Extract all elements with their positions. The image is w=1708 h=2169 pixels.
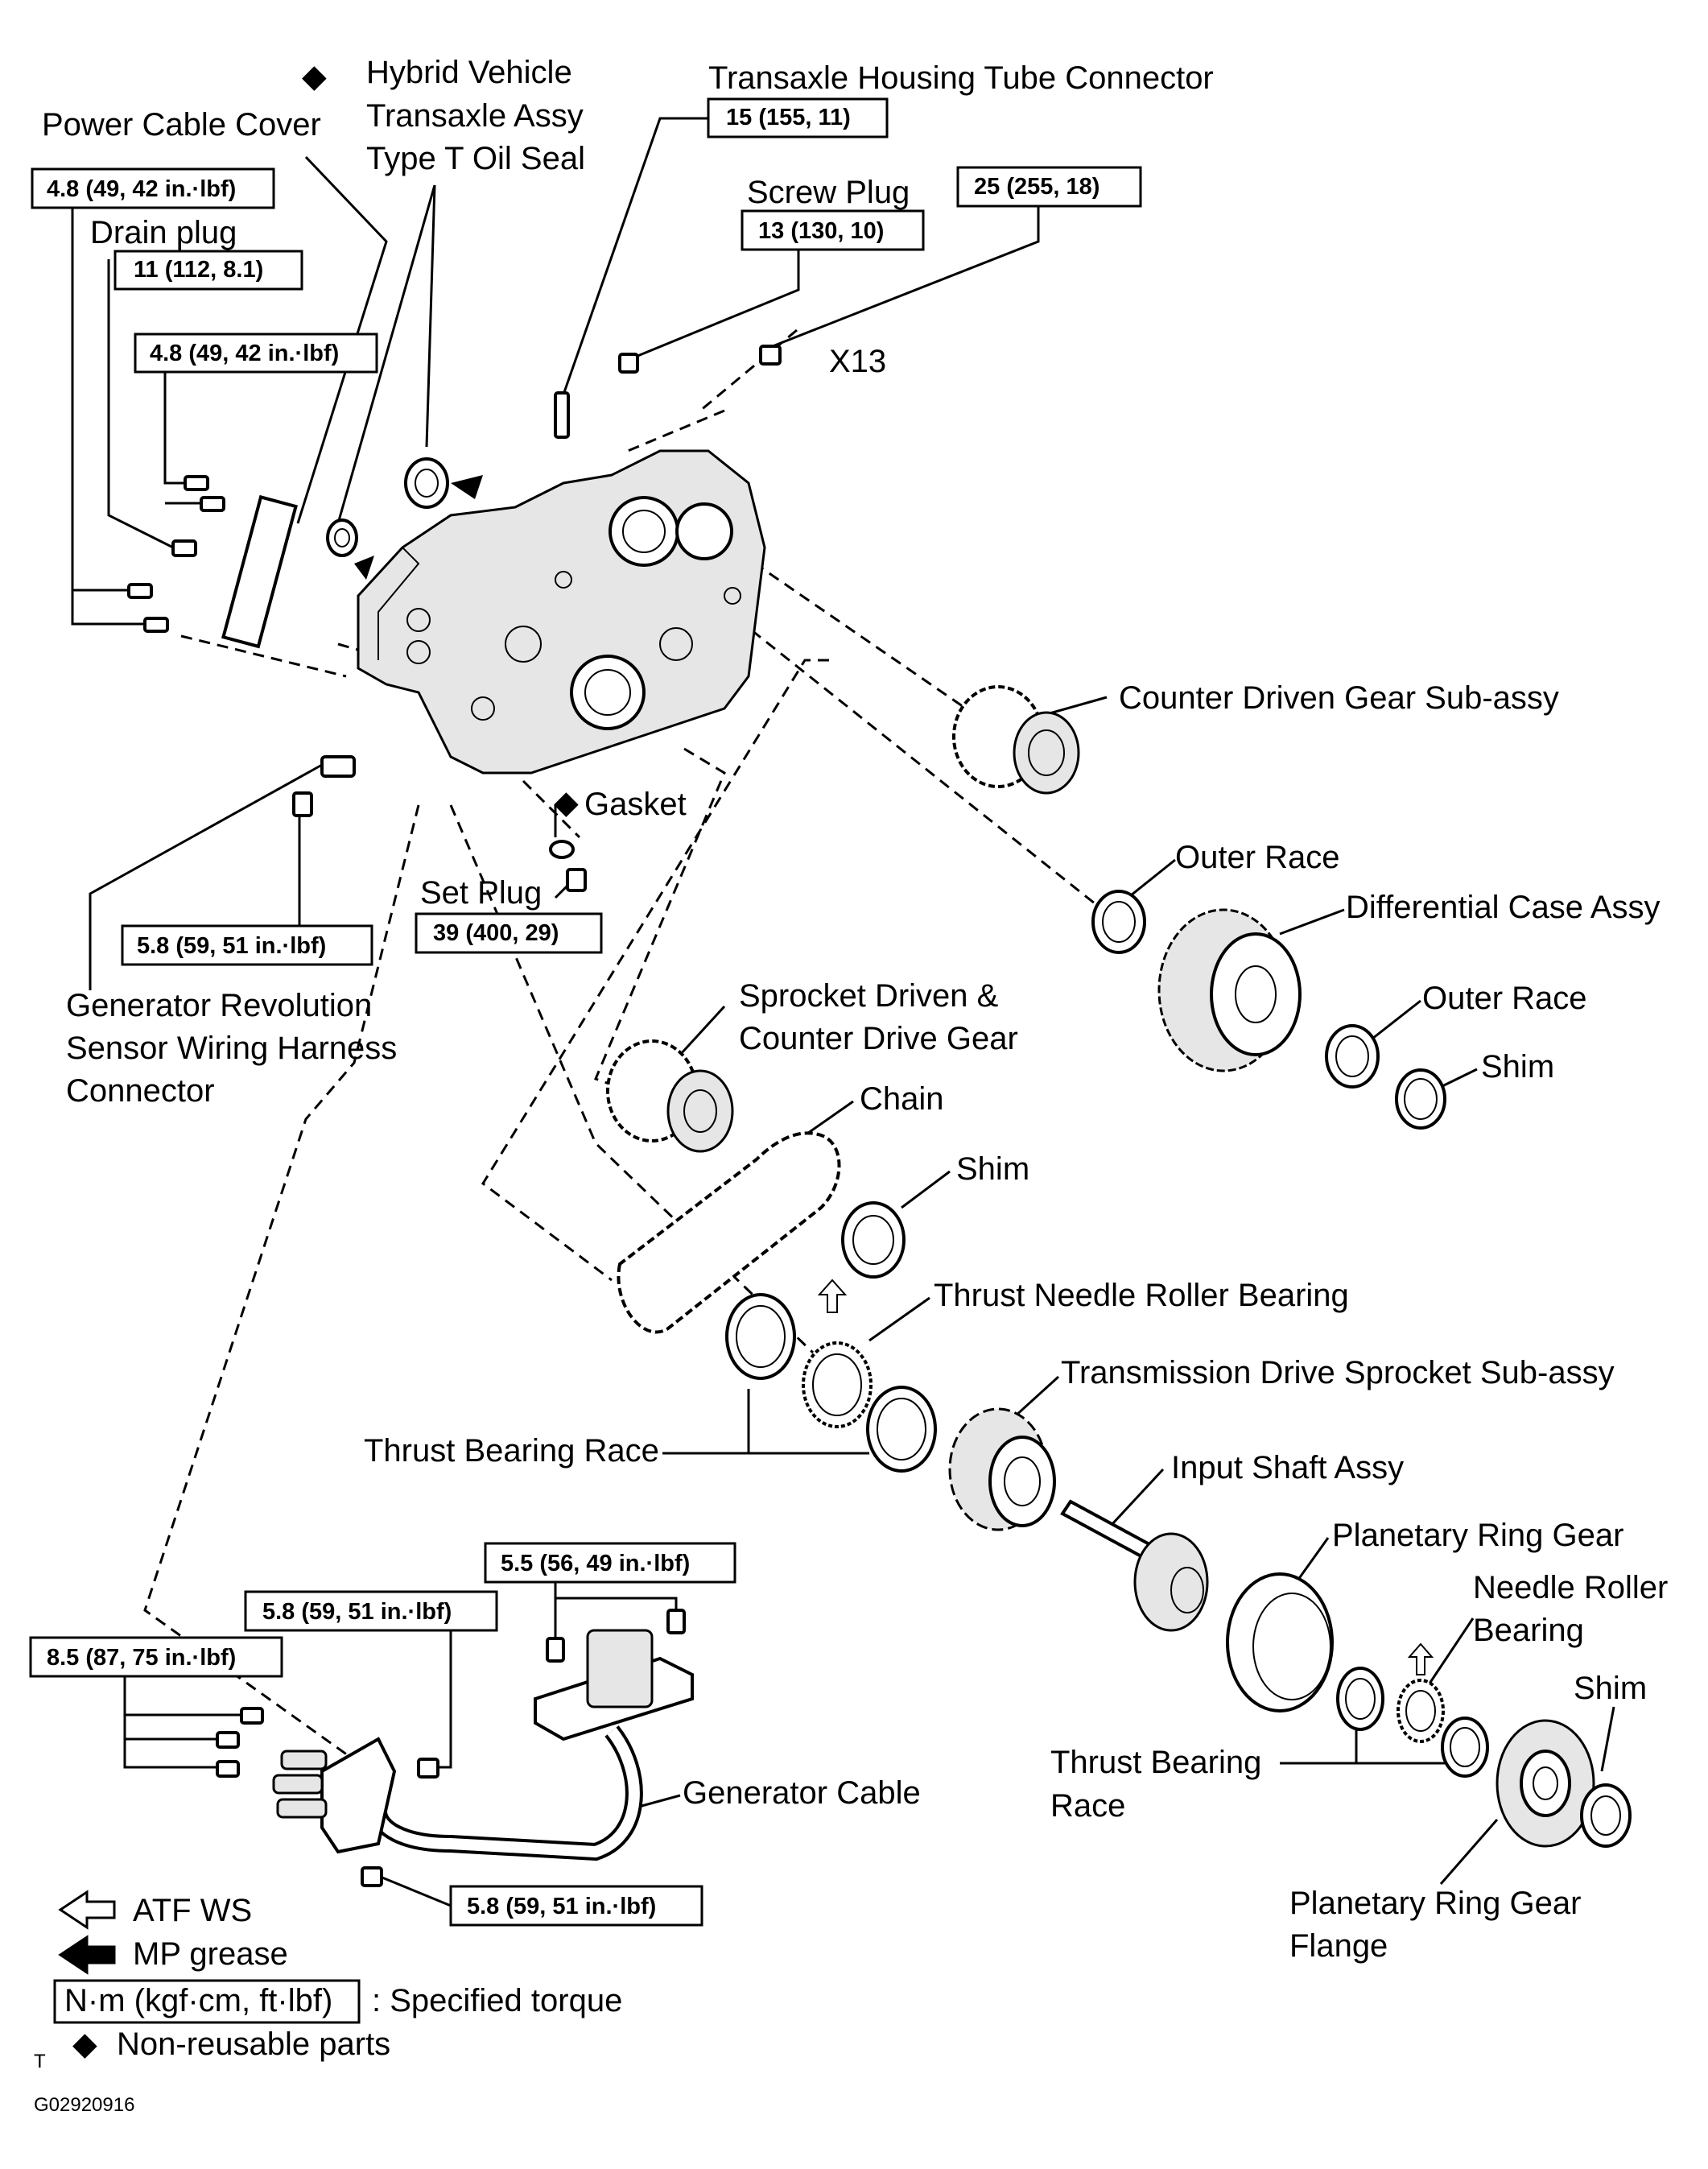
label-gasket: Gasket bbox=[584, 787, 687, 822]
torque-drain-plug: 11 (112, 8.1) bbox=[134, 257, 263, 283]
label-set-plug: Set Plug bbox=[420, 875, 542, 911]
diamond-mark-seal: ◆ bbox=[302, 59, 327, 94]
transaxle-housing bbox=[357, 449, 766, 775]
label-shim-2: Shim bbox=[956, 1151, 1029, 1187]
power-cable-cover-plate bbox=[221, 494, 298, 649]
label-tube-connector: Transaxle Housing Tube Connector bbox=[708, 60, 1214, 96]
label-screw-plug: Screw Plug bbox=[747, 175, 910, 210]
torque-cable-bottom: 5.8 (59, 51 in.·lbf) bbox=[467, 1894, 656, 1919]
shim-3 bbox=[1580, 1783, 1632, 1848]
torque-tube-connector: 15 (155, 11) bbox=[726, 105, 851, 130]
grease-arrow-icon bbox=[58, 1935, 116, 1975]
legend-nonreusable: Non-reusable parts bbox=[117, 2026, 390, 2062]
label-hybrid-seal-3: Type T Oil Seal bbox=[366, 141, 585, 176]
shim-2 bbox=[841, 1201, 906, 1279]
label-chain: Chain bbox=[860, 1081, 944, 1117]
torque-boxes: 4.8 (49, 42 in.·lbf) 11 (112, 8.1) 4.8 (… bbox=[29, 97, 1142, 1927]
torque-screw-plug: 13 (130, 10) bbox=[758, 218, 884, 244]
label-sprocket-2: Counter Drive Gear bbox=[739, 1021, 1018, 1056]
legend: ATF WS MP grease N·m (kgf·cm, ft·lbf) : … bbox=[34, 1890, 622, 2116]
torque-cable-left: 8.5 (87, 75 in.·lbf) bbox=[47, 1645, 236, 1671]
label-ring-flange-2: Flange bbox=[1289, 1928, 1388, 1964]
label-thrust-race-2-2: Race bbox=[1050, 1788, 1125, 1824]
legend-diamond: ◆ bbox=[72, 2026, 97, 2062]
label-shim-3: Shim bbox=[1574, 1671, 1647, 1706]
torque-cover-mid: 4.8 (49, 42 in.·lbf) bbox=[150, 341, 339, 366]
input-shaft bbox=[1060, 1499, 1209, 1632]
thrust-race-2b bbox=[1441, 1717, 1489, 1778]
label-hybrid-seal-1: Hybrid Vehicle bbox=[366, 55, 572, 90]
legend-torque-desc: : Specified torque bbox=[372, 1983, 622, 2018]
label-drain-plug: Drain plug bbox=[90, 215, 237, 250]
label-hybrid-seal-2: Transaxle Assy bbox=[366, 98, 584, 134]
figure-id: G02920916 bbox=[34, 2094, 134, 2116]
part-labels: ◆ Hybrid Vehicle Transaxle Assy Type T O… bbox=[42, 55, 1668, 1964]
thrust-race-2a bbox=[1336, 1667, 1384, 1731]
legend-mp-grease: MP grease bbox=[133, 1936, 288, 1972]
legend-torque-unit: N·m (kgf·cm, ft·lbf) bbox=[64, 1983, 332, 2018]
label-outer-race-1: Outer Race bbox=[1175, 840, 1340, 875]
label-ring-flange-1: Planetary Ring Gear bbox=[1289, 1886, 1581, 1921]
bolts bbox=[127, 345, 782, 1887]
label-counter-driven-gear: Counter Driven Gear Sub-assy bbox=[1119, 680, 1559, 716]
torque-bolt-x13: 25 (255, 18) bbox=[974, 174, 1099, 200]
label-power-cable-cover: Power Cable Cover bbox=[42, 107, 321, 143]
label-needle-roller-2: Bearing bbox=[1473, 1613, 1584, 1648]
outer-race-2 bbox=[1325, 1024, 1380, 1089]
label-gen-sensor-2: Sensor Wiring Harness bbox=[66, 1031, 397, 1066]
differential-case bbox=[1157, 908, 1302, 1072]
oil-seals bbox=[326, 457, 483, 580]
counter-driven-gear bbox=[952, 685, 1080, 795]
torque-cable-top: 5.5 (56, 49 in.·lbf) bbox=[501, 1551, 690, 1576]
atf-arrow-icon bbox=[58, 1890, 116, 1930]
needle-roller-bearing bbox=[1397, 1679, 1445, 1743]
label-sprocket-1: Sprocket Driven & bbox=[739, 978, 999, 1014]
diamond-mark-gasket: ◆ bbox=[554, 785, 579, 820]
label-generator-cable: Generator Cable bbox=[683, 1775, 921, 1811]
ring-gear-flange bbox=[1496, 1719, 1595, 1848]
torque-sensor-bolt: 5.8 (59, 51 in.·lbf) bbox=[137, 933, 326, 959]
label-gen-sensor-3: Connector bbox=[66, 1073, 215, 1109]
label-outer-race-2: Outer Race bbox=[1422, 981, 1587, 1016]
chain bbox=[617, 1131, 841, 1334]
torque-cover-upper: 4.8 (49, 42 in.·lbf) bbox=[47, 176, 236, 202]
label-thrust-race-2-1: Thrust Bearing bbox=[1050, 1745, 1261, 1780]
label-gen-sensor-1: Generator Revolution bbox=[66, 988, 372, 1023]
label-planetary-ring: Planetary Ring Gear bbox=[1332, 1518, 1623, 1553]
sprocket-driven bbox=[606, 1039, 734, 1153]
torque-cable-mid: 5.8 (59, 51 in.·lbf) bbox=[262, 1599, 452, 1625]
planetary-ring-gear bbox=[1226, 1572, 1334, 1712]
label-thrust-needle: Thrust Needle Roller Bearing bbox=[934, 1278, 1349, 1313]
generator-cable-assembly bbox=[272, 1629, 694, 1861]
label-needle-roller-1: Needle Roller bbox=[1473, 1570, 1668, 1605]
outer-race-1 bbox=[1091, 890, 1146, 954]
torque-set-plug: 39 (400, 29) bbox=[433, 920, 559, 946]
drive-sprocket bbox=[948, 1407, 1056, 1531]
label-shim-1: Shim bbox=[1481, 1049, 1554, 1084]
label-differential-case: Differential Case Assy bbox=[1346, 890, 1661, 925]
legend-atf: ATF WS bbox=[133, 1893, 252, 1928]
label-input-shaft: Input Shaft Assy bbox=[1171, 1450, 1404, 1485]
label-thrust-race-1: Thrust Bearing Race bbox=[364, 1433, 659, 1469]
corner-mark: T bbox=[34, 2051, 46, 2072]
label-x13: X13 bbox=[829, 344, 886, 379]
label-drive-sprocket: Transmission Drive Sprocket Sub-assy bbox=[1061, 1355, 1615, 1390]
